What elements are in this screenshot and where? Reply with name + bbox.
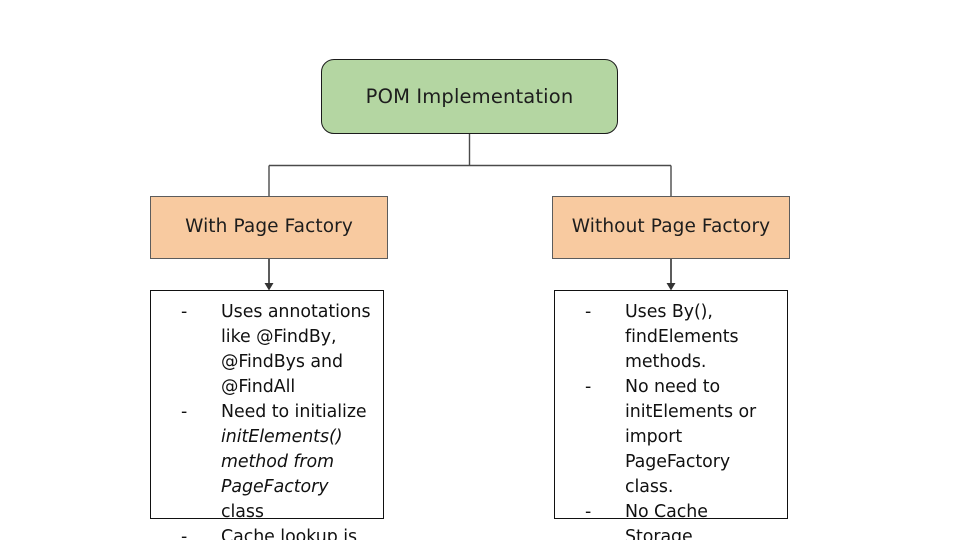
bullet-item: - Need to initialize initElements() method … [159,400,375,525]
bullet-text-line: No need to [625,375,779,400]
bullet-text-line: No Cache Storage [625,500,779,540]
bullet-text-emphasis: initElements() [221,427,343,447]
bullet-dash-icon: - [181,402,188,422]
bullet-text-line: Cache lookup is [221,525,375,540]
node-without-page-factory: Without Page Factory [552,196,790,259]
bullet-text-line: method from [221,450,375,475]
node-pom-implementation-label: POM Implementation [365,84,574,108]
bullet-text-emphasis: PageFactory [221,477,329,497]
bullet-text: No need to [625,377,721,397]
bullet-text: findElements [625,327,739,347]
bullet-text-line: initElements() [221,425,375,450]
bullet-dash-icon: - [585,502,592,522]
bullet-text-suffix: class [221,502,264,522]
bullet-text-line: Uses annotations [221,300,375,325]
bullet-text: initElements or [625,402,757,422]
bullet-list-without-page-factory: - Uses By(), findElements methods. - No need … [563,300,779,540]
bullet-text-line: initElements or [625,400,779,425]
bullet-text-emphasis: method from [221,452,334,472]
bullet-dash-icon: - [181,527,188,540]
bullet-text: Cache lookup is [221,527,357,540]
bullet-text-line: @FindBys and [221,350,375,375]
bullet-text-line: Uses By(), [625,300,779,325]
bullet-text: import PageFactory [625,427,731,472]
bullet-text-line: findElements [625,325,779,350]
bullet-item: -Cache lookup isfaster [159,525,375,540]
bullet-text-line: methods. [625,350,779,375]
bullet-dash-icon: - [585,302,592,322]
bullet-text-line: Need to initialize [221,400,375,425]
bullet-text: Uses By(), [625,302,713,322]
bullet-list-with-page-factory: - Uses annotations like @FindBy, @FindBys a… [159,300,375,540]
detail-box-without-page-factory: - Uses By(), findElements methods. - No need … [554,290,788,540]
bullet-text: Uses annotations [221,302,371,322]
bullet-text: like @FindBy, [221,327,337,347]
bullet-dash-icon: - [181,302,188,322]
bullet-item: - No Cache Storage [563,500,779,540]
bullet-text: class. [625,477,674,497]
node-with-page-factory: With Page Factory [150,196,388,259]
bullet-item: - No need to initElements or import PageFac… [563,375,779,500]
bullet-text-line: @FindAll [221,375,375,400]
bullet-item: - Uses annotations like @FindBy, @FindBys a… [159,300,375,400]
bullet-text-line: import PageFactory [625,425,779,475]
bullet-dash-icon: - [585,377,592,397]
node-with-page-factory-label: With Page Factory [185,216,353,238]
detail-box-with-page-factory: - Uses annotations like @FindBy, @FindBys a… [150,290,384,540]
bullet-item: - Uses By(), findElements methods. [563,300,779,375]
bullet-text: @FindAll [221,377,296,397]
bullet-text: No Cache Storage [625,502,708,540]
node-without-page-factory-label: Without Page Factory [571,216,771,238]
bullet-text-line: like @FindBy, [221,325,375,350]
bullet-text: Need to initialize [221,402,367,422]
bullet-text-line: PageFactory class [221,475,375,525]
bullet-text-line: class. [625,475,779,500]
bullet-text: methods. [625,352,707,372]
node-pom-implementation: POM Implementation [321,59,618,134]
bullet-text: @FindBys and [221,352,343,372]
